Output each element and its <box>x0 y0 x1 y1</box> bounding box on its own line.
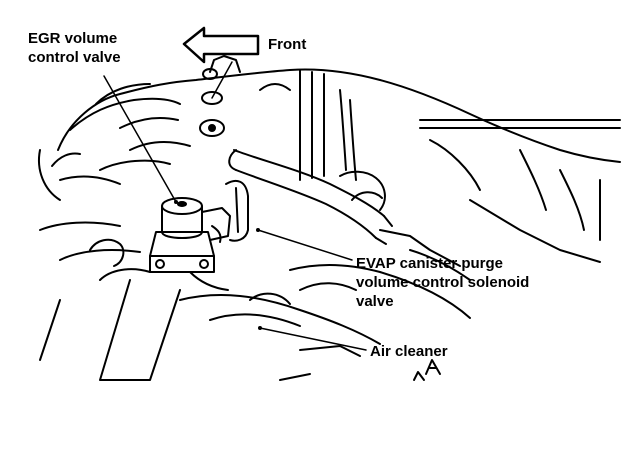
intake-manifold-drawing <box>38 55 621 241</box>
air-cleaner-label: Air cleaner <box>370 343 448 360</box>
front-label: Front <box>268 36 307 53</box>
air-cleaner-drawing <box>39 199 601 381</box>
evap-valve-label-line-3: valve <box>356 293 394 310</box>
egr-valve-drawing <box>149 179 249 291</box>
hose-drawing <box>228 149 393 245</box>
evap-valve-label-line-2: volume control solenoid <box>356 274 530 291</box>
egr-leader-line <box>103 75 177 203</box>
egr-valve-label-line-1: EGR volume <box>28 30 118 47</box>
front-arrow-icon <box>182 26 260 64</box>
air-cleaner-leader-line <box>259 327 367 351</box>
front-leader-line <box>211 61 233 99</box>
leader-lines <box>103 61 367 351</box>
evap-valve-label: EVAP canister purge volume control solen… <box>356 254 529 311</box>
evap-leader-line <box>257 229 353 261</box>
evap-valve-label-line-1: EVAP canister purge <box>356 255 503 272</box>
egr-valve-label: EGR volume control valve <box>28 29 121 67</box>
egr-valve-label-line-2: control valve <box>28 49 121 66</box>
